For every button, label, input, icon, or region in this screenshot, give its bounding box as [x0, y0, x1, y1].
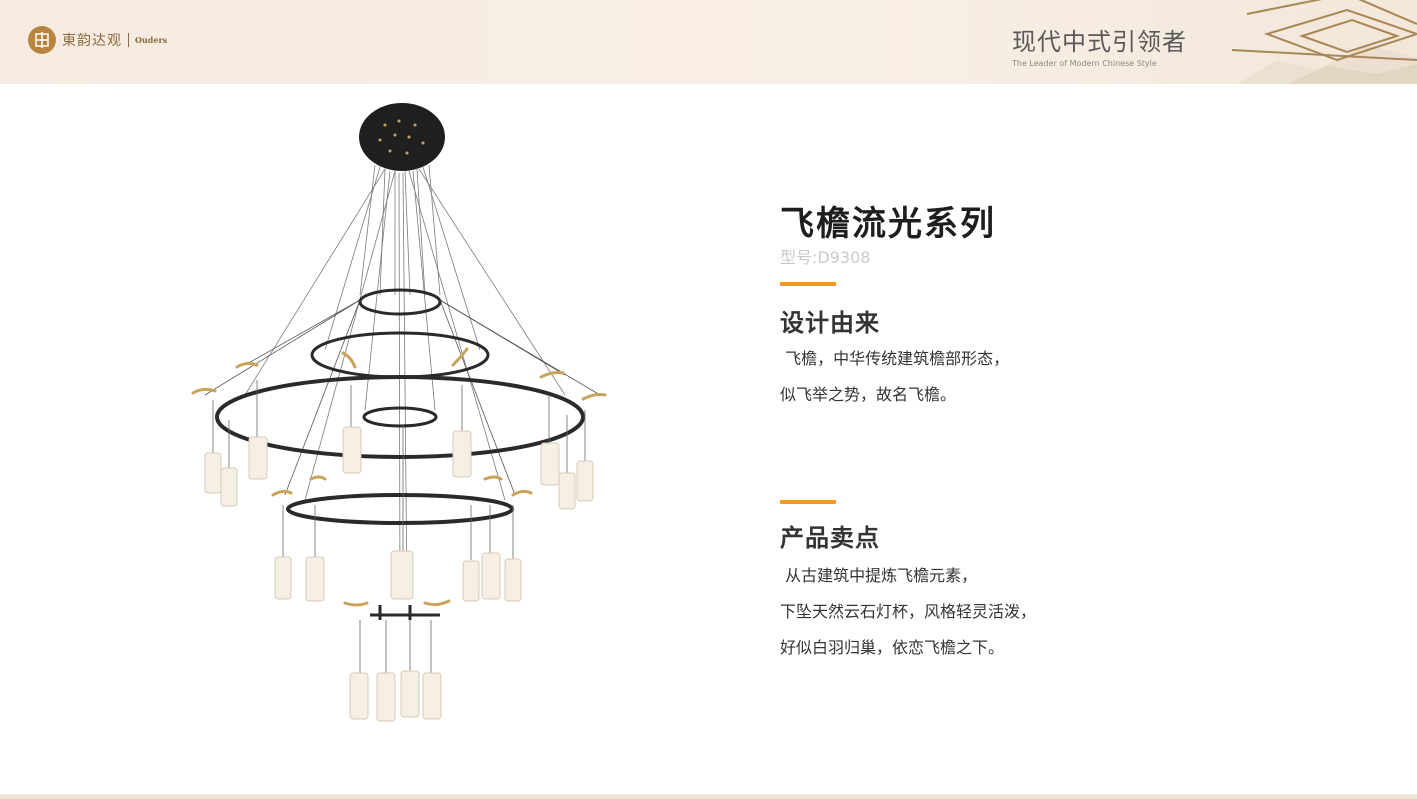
page-header: 東韵达观 Ouders 现代中式引领者 The Leader of Modern…: [0, 0, 1417, 84]
accent-divider: [780, 500, 836, 504]
logo-emblem-icon: [28, 26, 56, 54]
header-decoration-icon: [1231, 0, 1417, 84]
section-title-design-origin: 设计由来: [780, 309, 880, 337]
body-line: 飞檐，中华传统建筑檐部形态，: [780, 349, 1010, 368]
brand-logo: 東韵达观 Ouders: [28, 26, 167, 54]
section-body-selling-points: 从古建筑中提炼飞檐元素， 下坠天然云石灯杯，风格轻灵活泼， 好似白羽归巢，依恋飞檐之…: [780, 558, 1036, 666]
product-title: 飞檐流光系列: [780, 204, 996, 244]
chandelier-image: [191, 103, 607, 722]
body-line: 好似白羽归巢，依恋飞檐之下。: [780, 638, 1005, 657]
slogan-english: The Leader of Modern Chinese Style: [1012, 59, 1157, 68]
logo-english: Ouders: [135, 35, 168, 45]
accent-divider: [780, 282, 836, 286]
body-line: 从古建筑中提炼飞檐元素，: [780, 566, 978, 585]
logo-divider: [128, 33, 129, 47]
body-line: 似飞举之势，故名飞檐。: [780, 385, 957, 404]
footer-strip: [0, 794, 1417, 799]
section-title-selling-points: 产品卖点: [780, 524, 880, 552]
product-model-number: 型号:D9308: [780, 248, 871, 267]
logo-text: 東韵达观: [62, 33, 122, 49]
slogan-chinese: 现代中式引领者: [1012, 28, 1187, 56]
slogan: 现代中式引领者 The Leader of Modern Chinese Sty…: [1012, 22, 1187, 68]
section-body-design-origin: 飞檐，中华传统建筑檐部形态， 似飞举之势，故名飞檐。: [780, 341, 1009, 413]
body-line: 下坠天然云石灯杯，风格轻灵活泼，: [780, 602, 1037, 621]
